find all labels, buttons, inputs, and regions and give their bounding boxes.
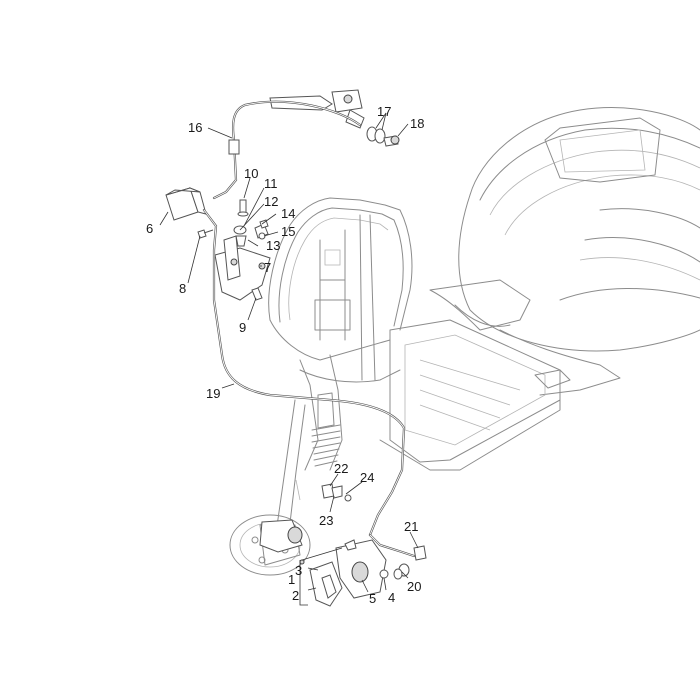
callout-labels: 1 2 3 4 5 6 7 8 9 10 11 12 13 14 15 16 1… xyxy=(146,104,424,606)
callout-2: 2 xyxy=(292,588,299,603)
callout-14: 14 xyxy=(281,206,295,221)
callout-22: 22 xyxy=(334,461,348,476)
callout-21: 21 xyxy=(404,519,418,534)
callout-15: 15 xyxy=(281,224,295,239)
callout-7: 7 xyxy=(264,260,271,275)
callout-16: 16 xyxy=(188,120,202,135)
callout-6: 6 xyxy=(146,221,153,236)
brake-caliper-1-5 xyxy=(299,539,389,607)
control-unit-6 xyxy=(165,187,207,221)
callout-12: 12 xyxy=(264,194,278,209)
callout-5: 5 xyxy=(369,591,376,606)
small-fasteners-10-15 xyxy=(233,199,269,247)
callout-24: 24 xyxy=(360,470,374,485)
mounting-bracket-7 xyxy=(214,235,271,301)
front-fork-assembly xyxy=(274,354,343,541)
front-brake-disc xyxy=(229,514,311,576)
callout-8: 8 xyxy=(179,281,186,296)
callout-17: 17 xyxy=(377,104,391,119)
callout-4: 4 xyxy=(388,590,395,605)
callout-18: 18 xyxy=(410,116,424,131)
callout-13: 13 xyxy=(266,238,280,253)
caliper-fitting-20-21 xyxy=(393,545,427,580)
clip-9 xyxy=(251,287,263,301)
callout-20: 20 xyxy=(407,579,421,594)
callout-3: 3 xyxy=(295,563,302,578)
main-brake-hose-19 xyxy=(202,208,416,558)
callout-11: 11 xyxy=(264,176,278,191)
callout-9: 9 xyxy=(239,320,246,335)
callout-23: 23 xyxy=(319,513,333,528)
callout-1: 1 xyxy=(288,572,295,587)
upper-brake-hose xyxy=(212,100,362,200)
callout-leaders xyxy=(159,112,419,606)
callout-10: 10 xyxy=(244,166,258,181)
callout-19: 19 xyxy=(206,386,220,401)
scooter-body-outline xyxy=(379,107,700,471)
leg-shield-frame xyxy=(268,197,413,383)
banjo-fitting-17-18 xyxy=(366,126,400,147)
brake-lever-master-cylinder xyxy=(269,89,365,129)
hose-clamp-22-24 xyxy=(321,483,352,502)
bolt-8 xyxy=(197,229,214,239)
